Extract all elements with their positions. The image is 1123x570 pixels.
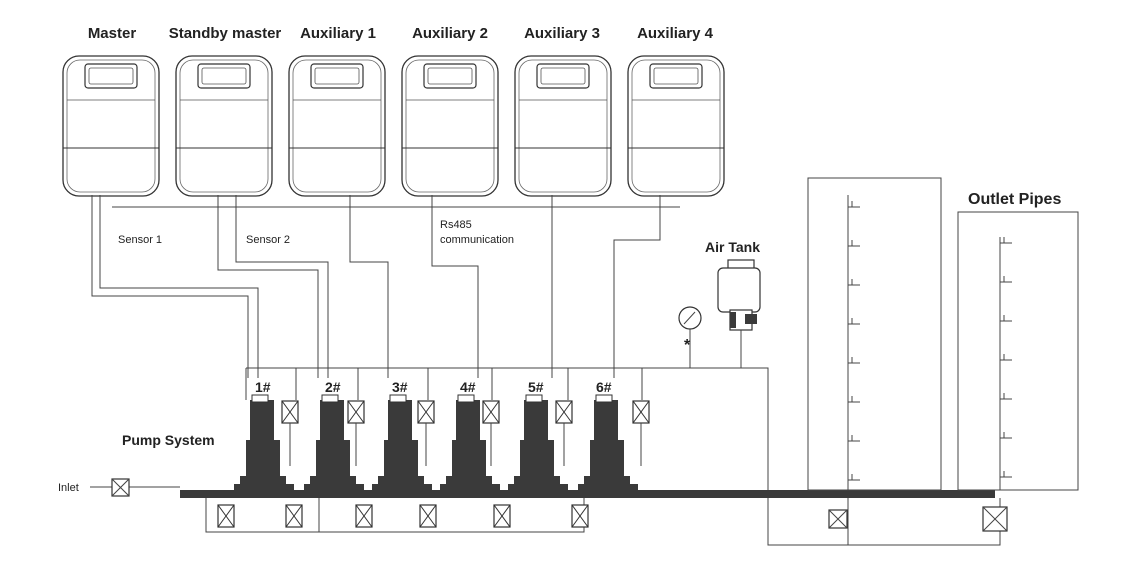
outlet-tap bbox=[848, 201, 860, 208]
outlet-2-taps bbox=[1000, 237, 1012, 478]
bypass-valve bbox=[355, 504, 373, 528]
controller-screen bbox=[84, 63, 138, 89]
controller-label-auxiliary-4: Auxiliary 4 bbox=[637, 25, 714, 42]
controller-unit bbox=[62, 55, 160, 197]
outlet-tap bbox=[848, 357, 860, 364]
controller-unit bbox=[175, 55, 273, 197]
bypass-valve bbox=[217, 504, 235, 528]
controller-unit bbox=[401, 55, 499, 197]
manifold-drops bbox=[245, 368, 643, 400]
pump-number-label: 6# bbox=[596, 379, 612, 395]
outlet-1-taps bbox=[848, 201, 860, 481]
bypass-valves-group bbox=[217, 504, 589, 528]
outlet-tap bbox=[848, 396, 860, 403]
pump-unit bbox=[578, 394, 650, 490]
outlet-tap bbox=[848, 279, 860, 286]
controller-screen bbox=[536, 63, 590, 89]
outlet-valve-1 bbox=[828, 509, 848, 529]
pump-unit bbox=[372, 394, 435, 490]
controller-screen bbox=[310, 63, 364, 89]
inlet-label: Inlet bbox=[58, 482, 79, 494]
outlet-tap bbox=[1000, 354, 1012, 361]
outlet-tap bbox=[1000, 471, 1012, 478]
pump-unit bbox=[304, 394, 365, 490]
sensor-2-label: Sensor 2 bbox=[246, 234, 290, 246]
bypass-valve bbox=[493, 504, 511, 528]
outlet-tap bbox=[1000, 315, 1012, 322]
outlet-tap bbox=[848, 318, 860, 325]
pump-valve bbox=[632, 400, 650, 466]
sensor-1-label: Sensor 1 bbox=[118, 234, 162, 246]
pump-number-label: 5# bbox=[528, 379, 544, 395]
outlet-column-2 bbox=[957, 211, 1079, 520]
top-manifold-line bbox=[246, 367, 1001, 546]
pump-number-label: 4# bbox=[460, 379, 476, 395]
outlet-valve-2 bbox=[982, 506, 1008, 532]
controller-unit bbox=[514, 55, 612, 197]
controller-screen bbox=[197, 63, 251, 89]
rs485-label: Rs485 bbox=[440, 219, 472, 231]
controller-label-standby-master: Standby master bbox=[169, 25, 282, 42]
bypass-valve bbox=[419, 504, 437, 528]
controller-label-auxiliary-1: Auxiliary 1 bbox=[300, 25, 376, 42]
bypass-loop bbox=[205, 498, 585, 533]
controller-label-master: Master bbox=[88, 25, 137, 42]
bypass-valve bbox=[571, 504, 589, 528]
controller-unit bbox=[288, 55, 386, 197]
controllers-group bbox=[62, 55, 725, 197]
communication-label: communication bbox=[440, 234, 514, 246]
controller-screen bbox=[423, 63, 477, 89]
controller-unit bbox=[627, 55, 725, 197]
pump-unit bbox=[440, 394, 500, 490]
main-header-pipe bbox=[180, 490, 995, 498]
pumps-group bbox=[234, 394, 650, 490]
outlet-tap bbox=[1000, 237, 1012, 244]
outlet-tap bbox=[1000, 432, 1012, 439]
outlet-tap bbox=[1000, 276, 1012, 283]
outlet-tap bbox=[848, 240, 860, 247]
outlet-column-1 bbox=[807, 177, 942, 545]
pump-number-label: 2# bbox=[325, 379, 341, 395]
controller-label-auxiliary-3: Auxiliary 3 bbox=[524, 25, 600, 42]
pump-valve bbox=[417, 400, 435, 466]
pump-number-label: 3# bbox=[392, 379, 408, 395]
air-tank bbox=[717, 259, 761, 368]
svg-text:*: * bbox=[684, 337, 691, 354]
outlet-pipes-label: Outlet Pipes bbox=[968, 191, 1061, 208]
pump-valve bbox=[347, 400, 365, 466]
controller-label-auxiliary-2: Auxiliary 2 bbox=[412, 25, 488, 42]
pump-valve bbox=[555, 400, 573, 466]
inlet-valve bbox=[111, 478, 130, 497]
pump-number-label: 1# bbox=[255, 379, 271, 395]
outlet-tap bbox=[848, 435, 860, 442]
bypass-valve bbox=[285, 504, 303, 528]
pump-unit bbox=[234, 394, 299, 490]
controller-screen bbox=[649, 63, 703, 89]
pump-valve bbox=[281, 400, 299, 466]
pump-unit bbox=[508, 394, 573, 490]
outlet-tap bbox=[848, 474, 860, 481]
signal-lines bbox=[91, 195, 661, 378]
pressure-gauge: * bbox=[678, 306, 702, 368]
pump-labels-group: 1# 2# 3# 4# 5# 6# bbox=[255, 379, 612, 395]
pump-valve bbox=[482, 400, 500, 466]
air-tank-label: Air Tank bbox=[705, 239, 760, 255]
pump-system-label: Pump System bbox=[122, 432, 215, 448]
outlet-tap bbox=[1000, 393, 1012, 400]
